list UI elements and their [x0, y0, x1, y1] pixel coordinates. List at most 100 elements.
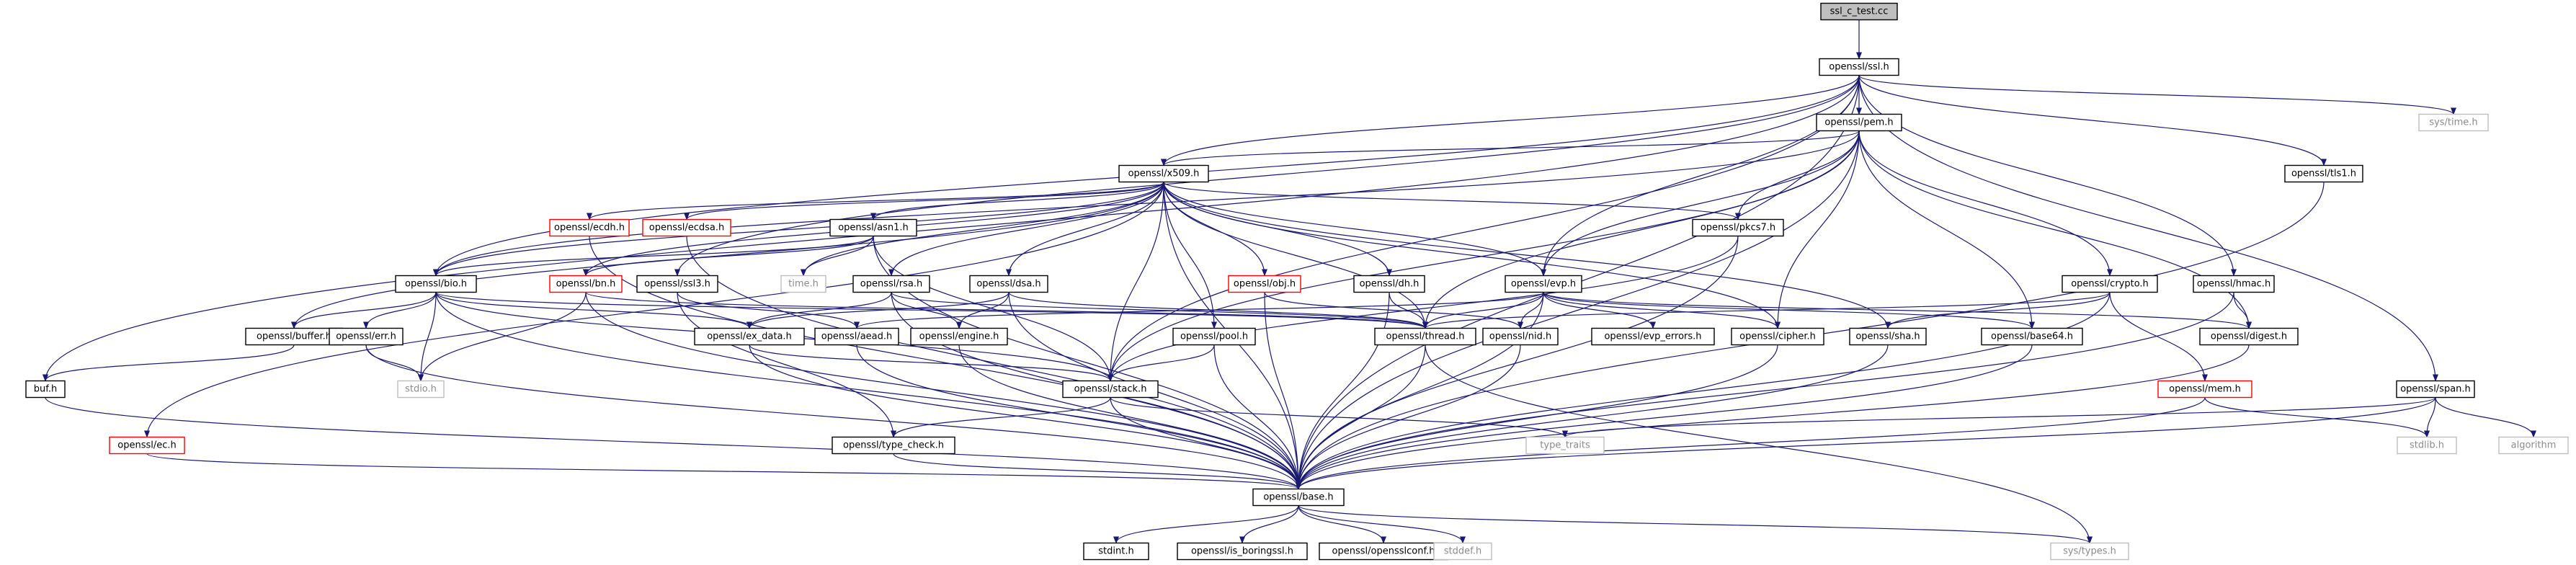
node-crypto-box [2062, 275, 2158, 293]
node-stdio-box [397, 380, 445, 399]
edge-x509-to-evp [1163, 182, 1546, 277]
node-ssl[interactable]: openssl/ssl.h [1819, 58, 1899, 76]
node-cipher[interactable]: openssl/cipher.h [1731, 327, 1824, 346]
node-stdlib[interactable]: stdlib.h [2397, 436, 2457, 455]
node-ssl-label: openssl/ssl.h [1829, 62, 1889, 73]
edge-base-to-sslconf [1298, 505, 1386, 544]
node-tls1[interactable]: openssl/tls1.h [2284, 164, 2363, 183]
node-isbssl-label: openssl/is_boringssl.h [1191, 546, 1293, 557]
node-evperr[interactable]: openssl/evp_errors.h [1591, 327, 1715, 346]
node-engine-label: openssl/engine.h [919, 332, 999, 342]
node-asn1[interactable]: openssl/asn1.h [829, 218, 917, 237]
node-ec[interactable]: openssl/ec.h [109, 436, 185, 455]
node-engine[interactable]: openssl/engine.h [910, 327, 1008, 346]
node-digest-label: openssl/digest.h [2211, 332, 2287, 342]
node-sha[interactable]: openssl/sha.h [1849, 327, 1927, 346]
node-typecheck[interactable]: openssl/type_check.h [832, 436, 955, 455]
node-sslconf[interactable]: openssl/opensslconf.h [1319, 542, 1448, 561]
node-ssl3[interactable]: openssl/ssl3.h [636, 275, 718, 293]
node-nid-box [1482, 327, 1559, 346]
node-stddef[interactable]: stddef.h [1433, 542, 1492, 561]
edge-pool-to-base [1213, 344, 1301, 490]
node-pem[interactable]: openssl/pem.h [1816, 113, 1902, 132]
node-crypto-label: openssl/crypto.h [2071, 279, 2149, 290]
node-stdlib-box [2397, 436, 2457, 455]
node-err[interactable]: openssl/err.h [329, 327, 404, 346]
edge-pem-to-stack [1107, 130, 1860, 382]
node-mem[interactable]: openssl/mem.h [2157, 380, 2252, 399]
edge-stack-to-base [1110, 397, 1301, 490]
node-timeh[interactable]: time.h [780, 275, 826, 293]
node-hmac[interactable]: openssl/hmac.h [2193, 275, 2275, 293]
node-rsa[interactable]: openssl/rsa.h [852, 275, 930, 293]
edge-cipher-to-base [1296, 344, 1778, 490]
edge-aead-to-base [856, 344, 1301, 490]
edge-span-to-algorithm [2435, 397, 2536, 438]
node-crypto[interactable]: openssl/crypto.h [2062, 275, 2158, 293]
node-base64[interactable]: openssl/base64.h [1981, 327, 2083, 346]
node-thread-box [1374, 327, 1476, 346]
node-ecdsa[interactable]: openssl/ecdsa.h [642, 218, 731, 237]
node-bio[interactable]: openssl/bio.h [395, 275, 477, 293]
node-buffer-label: openssl/buffer.h [257, 332, 331, 342]
node-ecdh[interactable]: openssl/ecdh.h [549, 218, 630, 237]
node-exdata[interactable]: openssl/ex_data.h [694, 327, 805, 346]
node-evp[interactable]: openssl/evp.h [1505, 275, 1582, 293]
edge-span-to-stdlib [2424, 397, 2436, 438]
node-asn1-box [829, 218, 917, 237]
edge-x509-to-ecdsa [684, 181, 1164, 221]
node-x509-box [1118, 164, 1209, 183]
node-aead-label: openssl/aead.h [821, 332, 893, 342]
edge-span-to-base [1296, 397, 2436, 490]
edge-ssl-to-tls1 [1858, 75, 2327, 166]
node-base64-label: openssl/base64.h [1991, 332, 2073, 342]
edge-x509-to-bio [433, 182, 1164, 277]
node-typetraits[interactable]: type_traits [1525, 436, 1605, 455]
node-stdint[interactable]: stdint.h [1083, 542, 1149, 561]
node-nid-label: openssl/nid.h [1489, 332, 1551, 342]
node-buffer[interactable]: openssl/buffer.h [245, 327, 343, 346]
node-pem-box [1816, 113, 1902, 132]
node-nid[interactable]: openssl/nid.h [1482, 327, 1559, 346]
edge-x509-to-stack [1107, 182, 1164, 382]
edge-bio-to-err [363, 292, 437, 329]
node-stdio[interactable]: stdio.h [397, 380, 445, 399]
node-base64-box [1981, 327, 2083, 346]
node-dsa[interactable]: openssl/dsa.h [969, 275, 1048, 293]
node-stdint-label: stdint.h [1098, 546, 1133, 557]
node-sha-box [1849, 327, 1927, 346]
edge-evp-to-evperr [1543, 292, 1656, 329]
node-pkcs7[interactable]: openssl/pkcs7.h [1692, 218, 1784, 237]
edge-exdata-to-base [749, 344, 1301, 490]
node-bn[interactable]: openssl/bn.h [549, 275, 623, 293]
node-systypes-label: sys/types.h [2063, 546, 2116, 557]
edge-base-to-stddef [1298, 505, 1466, 544]
node-span[interactable]: openssl/span.h [2396, 380, 2475, 399]
edge-evp-to-base64 [1543, 291, 2035, 329]
node-aead[interactable]: openssl/aead.h [814, 327, 899, 346]
node-systypes[interactable]: sys/types.h [2050, 542, 2129, 561]
node-thread[interactable]: openssl/thread.h [1374, 327, 1476, 346]
node-x509[interactable]: openssl/x509.h [1118, 164, 1209, 183]
node-systypes-box [2050, 542, 2129, 561]
node-base[interactable]: openssl/base.h [1252, 488, 1345, 507]
node-base-box [1252, 488, 1345, 507]
node-algorithm[interactable]: algorithm [2498, 436, 2569, 455]
node-bufh-box [25, 380, 66, 399]
node-systime[interactable]: sys/time.h [2418, 113, 2489, 132]
node-dh[interactable]: openssl/dh.h [1353, 275, 1425, 293]
node-obj[interactable]: openssl/obj.h [1228, 275, 1301, 293]
node-bufh[interactable]: buf.h [25, 380, 66, 399]
node-ssl-box [1819, 58, 1899, 76]
node-digest[interactable]: openssl/digest.h [2199, 327, 2299, 346]
edge-thread-to-base [1296, 344, 1426, 490]
node-pool[interactable]: openssl/pool.h [1172, 327, 1256, 346]
node-stack[interactable]: openssl/stack.h [1062, 380, 1159, 399]
node-systime-label: sys/time.h [2429, 117, 2477, 128]
node-cipher-label: openssl/cipher.h [1739, 332, 1816, 342]
node-asn1-label: openssl/asn1.h [838, 223, 909, 233]
node-engine-box [910, 327, 1008, 346]
node-isbssl[interactable]: openssl/is_boringssl.h [1177, 542, 1308, 561]
edge-x509-to-asn1 [870, 182, 1164, 221]
